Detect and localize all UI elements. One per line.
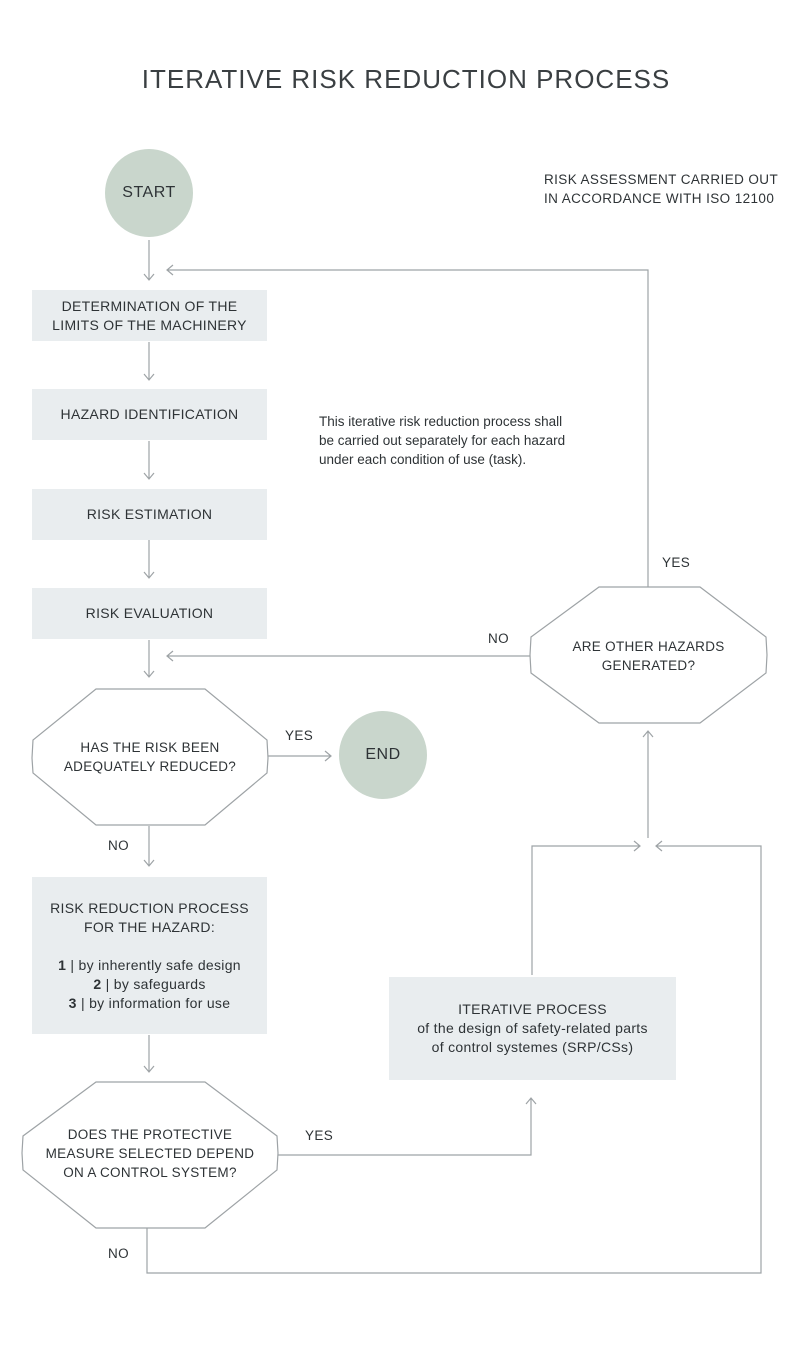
decision-other-hazards: ARE OTHER HAZARDS GENERATED? [540, 618, 757, 694]
decision-other-hazards-line-1: ARE OTHER HAZARDS [572, 639, 725, 654]
arrow-junction-to-hazards [642, 730, 654, 838]
decision-control-system-line-3: ON A CONTROL SYSTEM? [63, 1164, 237, 1180]
step-iterative-process: ITERATIVE PROCESS of the design of safet… [389, 977, 676, 1080]
label-no-reduce: NO [108, 838, 130, 853]
arrow-no-hazards-back [166, 650, 530, 662]
step-risk-estimation-label: RISK ESTIMATION [86, 506, 213, 522]
note-iso-line-2: IN ACCORDANCE WITH ISO 12100 [544, 191, 775, 206]
arrow-hazard-to-estimation [143, 441, 155, 480]
decision-risk-reduced: HAS THE RISK BEEN ADEQUATELY REDUCED? [40, 720, 260, 794]
decision-risk-reduced-line-1: HAS THE RISK BEEN [80, 740, 220, 755]
measure-number: 1 [58, 956, 67, 973]
iterative-process-heading: ITERATIVE PROCESS [458, 1001, 607, 1017]
measure-item: 2 | by safeguards [93, 975, 205, 994]
arrow-iterative-to-junction [531, 840, 641, 975]
label-yes-hazards: YES [662, 555, 691, 570]
measure-text: | by inherently safe design [70, 956, 241, 973]
arrow-no-control-loop [146, 840, 762, 1274]
step-risk-evaluation-label: RISK EVALUATION [85, 605, 214, 621]
note-iterative-line-2: be carried out separately for each hazar… [319, 433, 566, 448]
arrow-decision-to-reduction [143, 826, 155, 867]
arrow-limits-to-hazard [143, 342, 155, 381]
step-risk-reduction: RISK REDUCTION PROCESS FOR THE HAZARD: 1… [32, 877, 267, 1034]
step-hazard-identification: HAZARD IDENTIFICATION [32, 389, 267, 440]
arrow-reduction-to-control [143, 1035, 155, 1073]
step-risk-estimation: RISK ESTIMATION [32, 489, 267, 540]
arrow-estimation-to-evaluation [143, 540, 155, 579]
step-hazard-identification-label: HAZARD IDENTIFICATION [60, 406, 239, 422]
measure-number: 2 [93, 975, 102, 992]
iterative-process-line-1: of the design of safety-related parts [417, 1020, 648, 1036]
decision-control-system: DOES THE PROTECTIVE MEASURE SELECTED DEP… [30, 1115, 270, 1191]
arrow-evaluation-to-decision [143, 640, 155, 678]
label-no-hazards: NO [488, 631, 510, 646]
step-limits-line-2: LIMITS OF THE MACHINERY [52, 316, 247, 333]
page-title: ITERATIVE RISK REDUCTION PROCESS [141, 64, 671, 94]
measure-text: | by safeguards [105, 975, 206, 992]
step-limits-line-1: DETERMINATION OF THE [61, 297, 238, 314]
label-no-control: NO [108, 1246, 130, 1261]
decision-control-system-line-2: MEASURE SELECTED DEPEND [45, 1145, 255, 1161]
decision-other-hazards-shape [529, 586, 768, 724]
label-yes-control: YES [305, 1128, 334, 1143]
risk-reduction-heading-2: FOR THE HAZARD: [83, 918, 216, 935]
arrow-yes-loop-top [166, 264, 649, 587]
note-iterative-line-3: under each condition of use (task). [319, 452, 527, 467]
measure-number: 3 [68, 994, 77, 1011]
decision-other-hazards-line-2: GENERATED? [601, 658, 696, 673]
note-iso: RISK ASSESSMENT CARRIED OUT IN ACCORDANC… [544, 170, 778, 208]
decision-risk-reduced-shape [31, 688, 269, 826]
iterative-process-line-2: of control systemes (SRP/CSs) [431, 1039, 634, 1055]
step-limits: DETERMINATION OF THE LIMITS OF THE MACHI… [32, 290, 267, 341]
label-yes-end: YES [285, 728, 314, 743]
arrow-yes-to-iterative [278, 1097, 537, 1156]
note-iterative: This iterative risk reduction process sh… [319, 412, 565, 469]
measure-item: 1 | by inherently safe design [58, 956, 241, 975]
measure-text: | by information for use [80, 994, 231, 1011]
risk-reduction-heading-1: RISK REDUCTION PROCESS [50, 899, 249, 916]
start-node: START [105, 149, 193, 237]
arrow-yes-to-end [268, 750, 332, 762]
note-iso-line-1: RISK ASSESSMENT CARRIED OUT [544, 172, 779, 187]
end-node: END [339, 711, 427, 799]
step-risk-evaluation: RISK EVALUATION [32, 588, 267, 639]
arrow-start-to-limits [143, 240, 155, 281]
decision-risk-reduced-line-2: ADEQUATELY REDUCED? [63, 759, 237, 774]
note-iterative-line-1: This iterative risk reduction process sh… [319, 414, 563, 429]
decision-control-system-shape [21, 1081, 279, 1229]
measure-item: 3 | by information for use [69, 994, 231, 1013]
decision-control-system-line-1: DOES THE PROTECTIVE [67, 1126, 233, 1142]
